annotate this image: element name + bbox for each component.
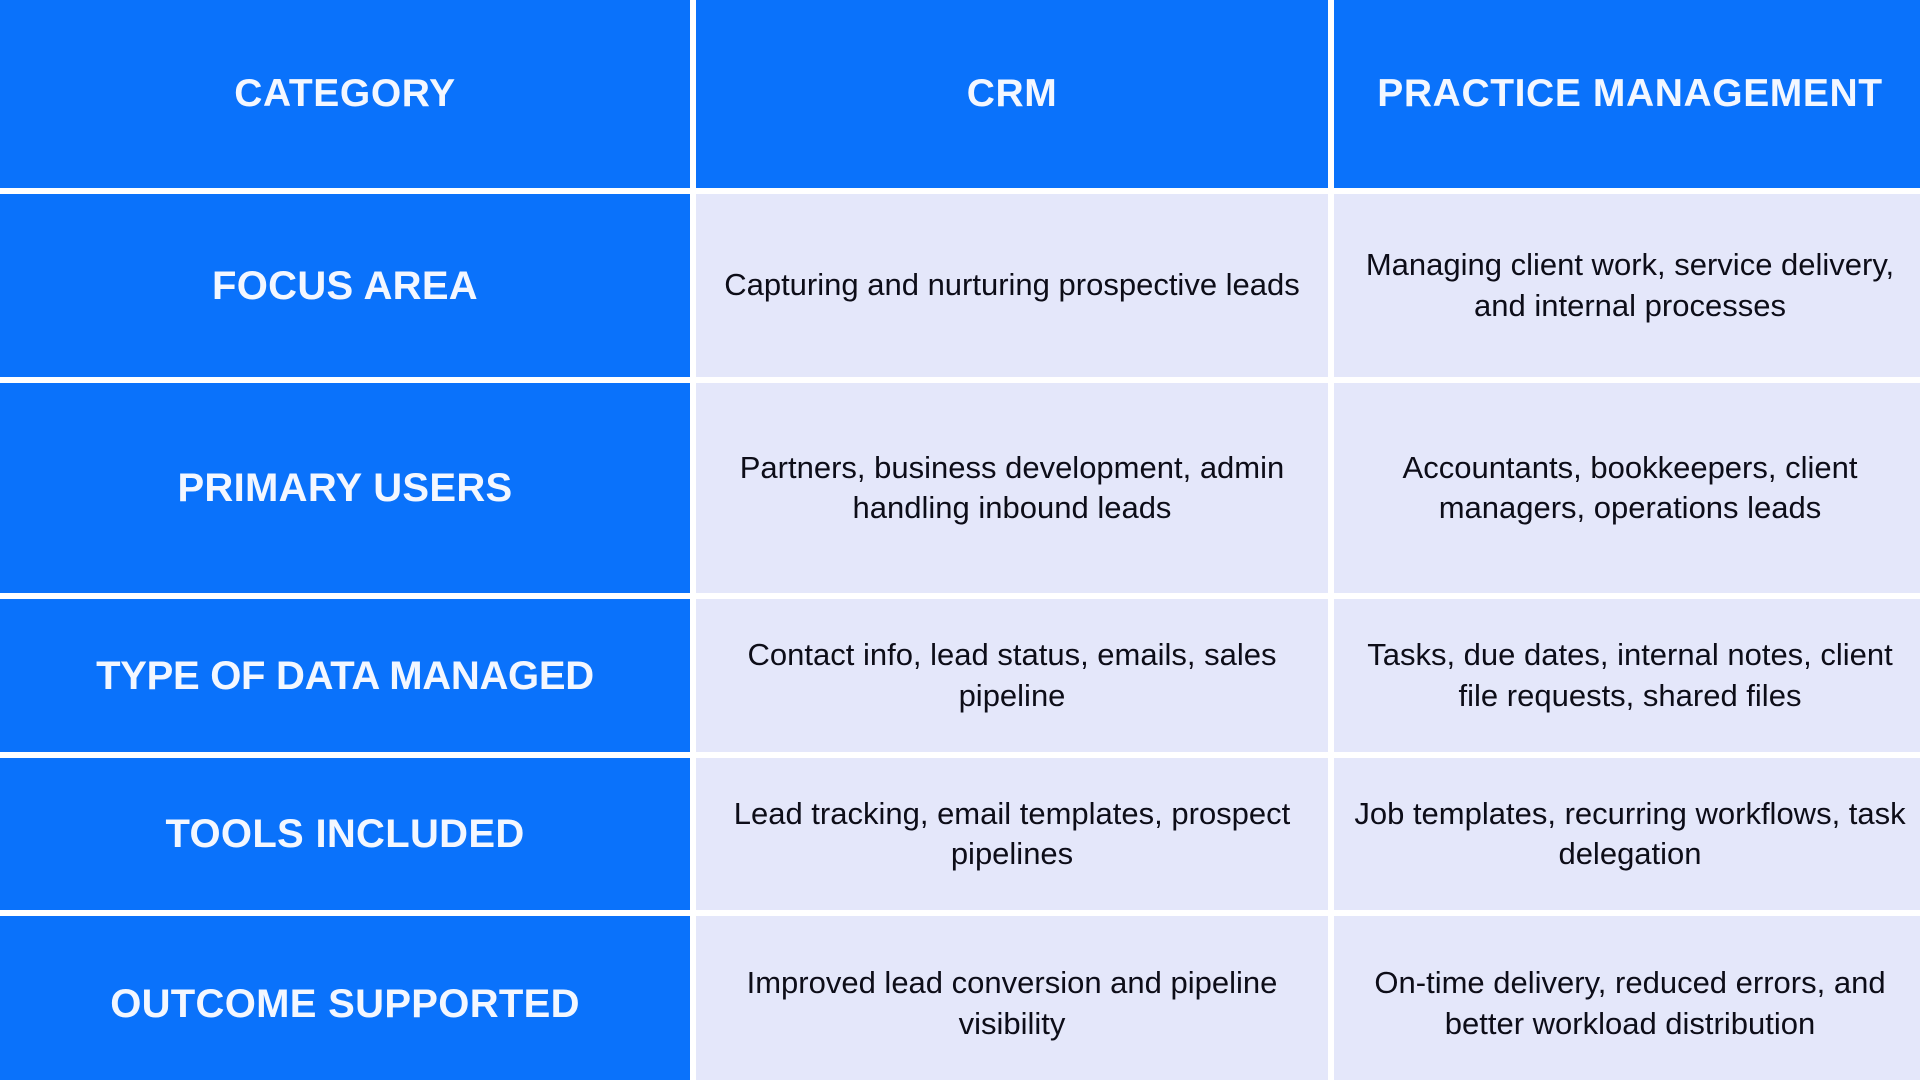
cell-primary-users-crm: Partners, business development, admin ha… — [696, 383, 1328, 593]
cell-primary-users-practice-management: Accountants, bookkeepers, client manager… — [1334, 383, 1920, 593]
cell-focus-area-crm: Capturing and nurturing prospective lead… — [696, 194, 1328, 377]
cell-type-of-data-managed-practice-management: Tasks, due dates, internal notes, client… — [1334, 599, 1920, 752]
cell-type-of-data-managed-crm: Contact info, lead status, emails, sales… — [696, 599, 1328, 752]
column-header-practice-management: PRACTICE MANAGEMENT — [1334, 0, 1920, 188]
cell-outcome-supported-practice-management: On-time delivery, reduced errors, and be… — [1334, 916, 1920, 1080]
row-label-focus-area: FOCUS AREA — [0, 194, 690, 377]
cell-focus-area-practice-management: Managing client work, service delivery, … — [1334, 194, 1920, 377]
row-label-tools-included: TOOLS INCLUDED — [0, 758, 690, 910]
cell-outcome-supported-crm: Improved lead conversion and pipeline vi… — [696, 916, 1328, 1080]
cell-tools-included-crm: Lead tracking, email templates, prospect… — [696, 758, 1328, 910]
cell-tools-included-practice-management: Job templates, recurring workflows, task… — [1334, 758, 1920, 910]
column-header-category: CATEGORY — [0, 0, 690, 188]
row-label-outcome-supported: OUTCOME SUPPORTED — [0, 916, 690, 1080]
column-header-crm: CRM — [696, 0, 1328, 188]
row-label-primary-users: PRIMARY USERS — [0, 383, 690, 593]
row-label-type-of-data-managed: TYPE OF DATA MANAGED — [0, 599, 690, 752]
